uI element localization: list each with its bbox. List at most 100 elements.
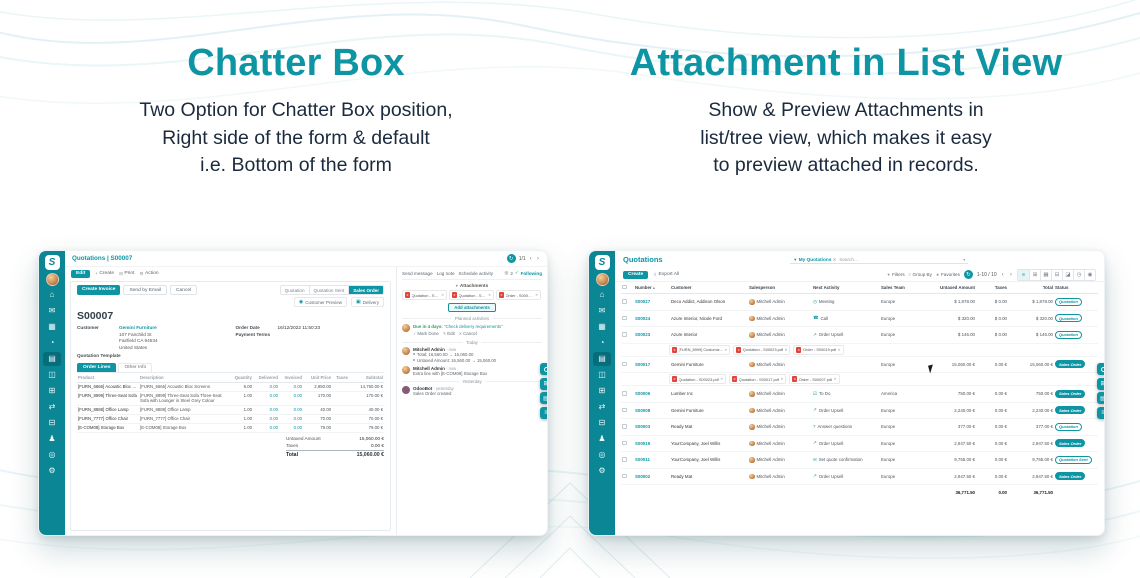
brand-logo[interactable]: S (44, 255, 60, 270)
calendar-view-button[interactable]: ▦ (1040, 269, 1051, 280)
follower-count[interactable]: 2 (510, 270, 513, 276)
attachment-chip[interactable]: ≡Quotation - S00023.pdf✕ (669, 374, 727, 384)
delivered-cell[interactable]: 0.00 (269, 384, 278, 390)
next-activity-cell[interactable]: ↗Order Upsell (813, 473, 844, 479)
order-line-row[interactable]: [FURN_7777] Office Chair [FURN_7777] Off… (77, 415, 384, 424)
attachments-header[interactable]: ▾ Attachments (455, 283, 489, 288)
add-attachments-button[interactable]: Add attachments (448, 303, 496, 312)
invoicing-app-icon[interactable]: ⊟ (48, 417, 56, 427)
cancel-activity-button[interactable]: ✕Cancel (458, 330, 477, 336)
invoiced-cell[interactable]: 0.00 (293, 425, 302, 431)
row-checkbox[interactable] (622, 457, 627, 462)
remove-attachment-icon[interactable]: ✕ (780, 377, 784, 381)
column-header-description[interactable]: Description (140, 375, 164, 381)
remove-attachment-icon[interactable]: ✕ (441, 293, 444, 297)
quotation-row[interactable]: S00027 Deco Addict, Addison Olson Mitche… (621, 294, 1098, 311)
next-activity-cell[interactable]: ✉Set quote confirmation (813, 456, 863, 463)
home-app-icon[interactable]: ⌂ (49, 289, 55, 299)
order-line-row[interactable]: [FURN_8999] Three-Seat Sofa [FURN_8999] … (77, 392, 384, 406)
invoicing-app-icon[interactable]: ⊟ (598, 417, 606, 427)
quick-list-button[interactable]: ≡ (540, 406, 547, 419)
attachment-chip[interactable]: ≡Quotation - S00013.pdf✕ (449, 290, 494, 300)
number-cell[interactable]: S00024 (635, 315, 651, 321)
purchase-app-icon[interactable]: ⇄ (598, 401, 606, 411)
pager-next-icon[interactable]: › (536, 255, 539, 262)
number-cell[interactable]: S00003 (635, 424, 651, 430)
column-header-invoiced[interactable]: Invoiced (284, 375, 302, 381)
dashboard-app-icon[interactable]: ◫ (598, 369, 606, 379)
cancel-button[interactable]: Cancel (169, 285, 198, 295)
column-header-delivered[interactable]: Delivered (258, 375, 278, 381)
print-menu[interactable]: ⊟Print (119, 270, 135, 277)
create-button[interactable]: Create (623, 270, 649, 279)
delivery-button[interactable]: ▣Delivery (351, 297, 384, 307)
graph-view-button[interactable]: ◪ (1062, 269, 1073, 280)
column-header-product[interactable]: Product (78, 375, 95, 381)
remove-attachment-icon[interactable]: ✕ (535, 293, 538, 297)
discuss-app-icon[interactable]: ✉ (48, 305, 56, 315)
customer-link[interactable]: Gemini Furniture (119, 325, 157, 330)
product-cell[interactable]: [FURN_7777] Office Chair (78, 416, 129, 422)
calendar-app-icon[interactable]: ▦ (48, 321, 56, 331)
row-checkbox[interactable] (622, 440, 627, 445)
column-header-status[interactable]: Status (1055, 285, 1069, 290)
edit-button[interactable]: Edit (71, 269, 91, 278)
remove-attachment-icon[interactable]: ✕ (720, 377, 724, 381)
chatter-message[interactable]: Mitchell Admin - now Total: 16,560.00 → … (402, 346, 542, 364)
remove-attachment-icon[interactable]: ✕ (837, 347, 841, 352)
schedule-activity-tab[interactable]: Schedule activity (458, 270, 494, 276)
number-cell[interactable]: S00027 (635, 299, 651, 305)
number-cell[interactable]: S00023 (635, 332, 651, 338)
row-checkbox[interactable] (622, 473, 627, 478)
create-invoice-button[interactable]: Create Invoice (77, 285, 121, 295)
export-all-button[interactable]: ⇧Export All (653, 271, 680, 278)
brand-logo[interactable]: S (594, 255, 610, 270)
inventory-app-icon[interactable]: ⊞ (48, 385, 56, 395)
tab-other-info[interactable]: Other Info (118, 362, 153, 372)
quick-docs-button[interactable]: ▤ (540, 392, 547, 404)
column-header-subtotal[interactable]: Subtotal (365, 375, 383, 381)
chatter-message[interactable]: Mitchell Admin - now Extra line with [E-… (402, 365, 542, 377)
attachment-chip[interactable]: ≡[FURN_8999] Customiz...✕ (669, 344, 731, 355)
invoiced-cell[interactable]: 0.00 (293, 416, 302, 422)
next-activity-cell[interactable]: ↗Order Upsell (813, 440, 844, 446)
group-by-menu[interactable]: ≡Group By (908, 272, 932, 277)
employees-app-icon[interactable]: ♟ (48, 433, 56, 443)
website-app-icon[interactable]: ◎ (598, 449, 606, 459)
chatter-message[interactable]: OdooBot - yesterday Sales Order created (402, 385, 542, 397)
settings-app-icon[interactable]: ⚙ (598, 465, 606, 475)
quick-docs-button[interactable]: ▤ (1097, 392, 1104, 404)
remove-facet-icon[interactable]: ✕ (832, 256, 837, 262)
dashboard-app-icon[interactable]: ◫ (48, 369, 56, 379)
next-activity-cell[interactable]: ◷Meeting (813, 298, 835, 305)
delivered-cell[interactable]: 0.00 (269, 407, 278, 413)
column-header-taxes[interactable]: Taxes (336, 375, 348, 381)
status-quotation[interactable]: Quotation (284, 287, 305, 293)
search-input[interactable]: ▼ My Quotations ✕ Search... ▾ (790, 256, 969, 264)
order-line-row[interactable]: [E-COM08] Storage Box [E-COM08] Storage … (77, 424, 384, 433)
search-facet[interactable]: ▼ My Quotations ✕ (793, 256, 837, 262)
product-cell[interactable]: [FURN_8888] Office Lamp (78, 407, 129, 413)
quick-search-button[interactable] (540, 363, 547, 375)
column-header-unit-price[interactable]: Unit Price (310, 375, 331, 381)
quotation-row[interactable]: S00002 Ready Mat Mitchell Admin ↗Order U… (621, 469, 1098, 485)
delivered-cell[interactable]: 0.00 (269, 393, 278, 399)
refresh-button[interactable]: ↻ (963, 270, 973, 279)
row-checkbox[interactable] (622, 361, 627, 366)
column-header-quantity[interactable]: Quantity (234, 375, 252, 381)
quotation-row[interactable]: S00006 Lumber Inc Mitchell Admin ☑To Do … (621, 386, 1098, 403)
sales-app-icon[interactable]: ▤ (43, 352, 61, 366)
inventory-app-icon[interactable]: ⊞ (598, 385, 606, 395)
attachment-chip[interactable]: ≡Order - S00007.pdf✕ (789, 374, 840, 384)
map-view-button[interactable]: ◉ (1084, 269, 1095, 280)
product-cell[interactable]: [FURN_6666] Acoustic Bloc Screens (78, 384, 138, 390)
column-header-taxes[interactable]: Taxes (994, 285, 1007, 290)
customer-preview-button[interactable]: ◉Customer Preview (293, 297, 347, 307)
product-cell[interactable]: [E-COM08] Storage Box (78, 425, 125, 431)
quotation-row[interactable]: S00023 Azure Interior Mitchell Admin ↗Or… (621, 327, 1098, 344)
row-checkbox[interactable] (622, 299, 627, 304)
followers-icon[interactable]: ◎ (504, 270, 509, 275)
send-message-tab[interactable]: Send message (402, 270, 433, 276)
quick-apps-button[interactable]: ⊞ (1097, 377, 1104, 390)
product-cell[interactable]: [FURN_8999] Three-Seat Sofa (78, 393, 137, 399)
